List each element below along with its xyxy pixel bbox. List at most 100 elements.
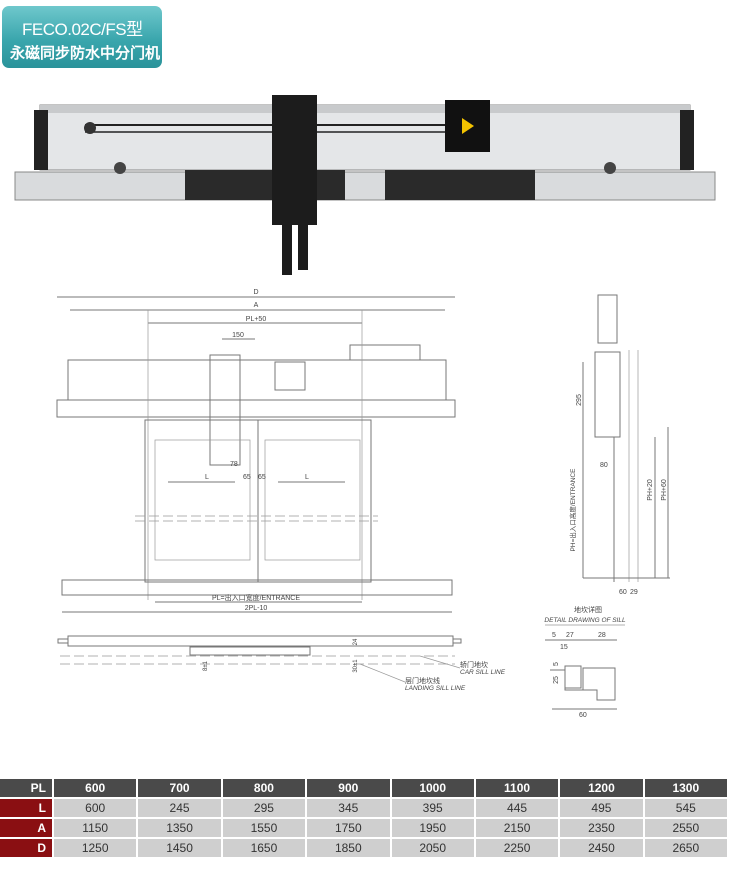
dimension-label: CAR SILL LINE [460, 669, 506, 676]
table-cell: 1950 [391, 819, 474, 837]
dimension-label: PH+20 [647, 479, 654, 501]
drawing-line [185, 170, 345, 200]
table-cell: 2150 [475, 819, 559, 837]
table-cell: 1550 [222, 819, 306, 837]
product-subtitle: 永磁同步防水中分门机 [10, 45, 161, 62]
dimension-label: 29 [630, 589, 638, 596]
drawing-line [67, 359, 447, 401]
drawing-line [597, 294, 618, 344]
drawing-line [680, 110, 694, 170]
drawing-line [154, 439, 251, 561]
dimension-label: PL+50 [246, 316, 267, 323]
drawing-line [264, 439, 361, 561]
table-row: A 1150 1350 1550 1750 1950 2150 2350 255… [0, 819, 727, 837]
dimension-label: 28 [598, 632, 606, 639]
sill-detail-drawing: 地坎详图 DETAIL DRAWING OF SILL 5 27 28 15 2… [544, 605, 626, 719]
dimension-label: 80 [600, 462, 608, 469]
plan-view-drawing: 24 8±1 30±1 轿门地坎 CAR SILL LINE 层门地坎线 LAN… [57, 635, 506, 692]
header-cell: 900 [307, 779, 390, 797]
header-cell: 700 [138, 779, 221, 797]
table-cell: 295 [222, 799, 306, 817]
dimension-label: L [205, 474, 209, 481]
drawing-line [40, 105, 690, 113]
table-cell: 445 [475, 799, 559, 817]
table-cell: 2550 [644, 819, 727, 837]
drawing-line [34, 110, 48, 170]
dimension-label: 15 [560, 644, 568, 651]
row-label: L [0, 799, 52, 817]
table-cell: 2450 [560, 839, 643, 857]
table-cell: 495 [560, 799, 643, 817]
drawing-line [462, 118, 474, 134]
table-cell: 1150 [54, 819, 137, 837]
drawing-line [144, 419, 259, 583]
table-cell: 245 [138, 799, 221, 817]
header-cell: PL [0, 779, 52, 797]
dimension-label: 层门地坎线 [405, 676, 440, 685]
dimension-label: 5 [553, 662, 560, 666]
header-cell: 1200 [560, 779, 643, 797]
door-operator-photo [14, 95, 716, 275]
model-name: FECO.02C/FS型 [22, 20, 143, 39]
table-cell: 1750 [307, 819, 390, 837]
header-cell: 1100 [475, 779, 559, 797]
drawing-line [272, 95, 317, 225]
header-cell: 600 [54, 779, 137, 797]
drawing-line [282, 225, 292, 275]
table-cell: 2250 [475, 839, 559, 857]
dimension-label: L [305, 474, 309, 481]
dimension-label: LANDING SILL LINE [405, 685, 466, 692]
drawing-line [349, 344, 421, 361]
drawing-line [594, 351, 621, 438]
drawing-line [61, 579, 453, 596]
table-cell: 600 [54, 799, 137, 817]
row-label: D [0, 839, 52, 857]
table-cell: 1850 [307, 839, 390, 857]
drawing-line [359, 663, 406, 683]
header-cell: 1300 [644, 779, 727, 797]
technical-drawing: D A PL+50 150 L 78 65 65 L [14, 95, 716, 719]
drawing-line [452, 638, 462, 644]
dimension-label: 8±1 [203, 660, 209, 671]
header-cell: 800 [222, 779, 306, 797]
table-cell: 1450 [138, 839, 221, 857]
spec-table: PL 600 700 800 900 1000 1100 1200 1300 L… [0, 777, 729, 859]
table-cell: 1350 [138, 819, 221, 837]
drawing-line [39, 104, 691, 171]
row-label: A [0, 819, 52, 837]
dimension-label: 24 [353, 638, 359, 645]
drawing-line [67, 635, 454, 647]
dimension-label: 轿门地坎 [460, 660, 488, 669]
dimension-label: 78 [230, 461, 238, 468]
dimension-label: A [254, 302, 259, 309]
drawing-line [114, 162, 126, 174]
dimension-label: 60 [619, 589, 627, 596]
drawing-line [57, 638, 69, 644]
side-view-drawing: 295 PH=出入口高度/ENTRANCE 80 PH+20 PH+60 60 … [568, 294, 670, 596]
dimension-label: D [253, 289, 258, 296]
table-cell: 2050 [391, 839, 474, 857]
dimension-label: DETAIL DRAWING OF SILL [544, 617, 626, 624]
table-cell: 1250 [54, 839, 137, 857]
drawing-line [385, 170, 535, 200]
dimension-label: 150 [232, 332, 244, 339]
table-row: D 1250 1450 1650 1850 2050 2250 2450 265… [0, 839, 727, 857]
drawing-line [189, 646, 311, 656]
dimension-label: PH=出入口高度/ENTRANCE [568, 468, 577, 552]
drawing-line [209, 354, 241, 466]
front-view-drawing: D A PL+50 150 L 78 65 65 L [56, 289, 456, 613]
drawing-line [298, 225, 308, 270]
table-cell: 345 [307, 799, 390, 817]
table-cell: 545 [644, 799, 727, 817]
table-cell: 2650 [644, 839, 727, 857]
drawing-line [257, 419, 372, 583]
dimension-label: 5 [552, 632, 556, 639]
table-cell: 1650 [222, 839, 306, 857]
table-row: L 600 245 295 345 395 445 495 545 [0, 799, 727, 817]
drawing-line [564, 665, 582, 689]
drawing-line [274, 361, 306, 391]
table-cell: 395 [391, 799, 474, 817]
table-header-row: PL 600 700 800 900 1000 1100 1200 1300 [0, 779, 727, 797]
dimension-label: PL=出入口宽度/ENTRANCE [212, 593, 300, 602]
